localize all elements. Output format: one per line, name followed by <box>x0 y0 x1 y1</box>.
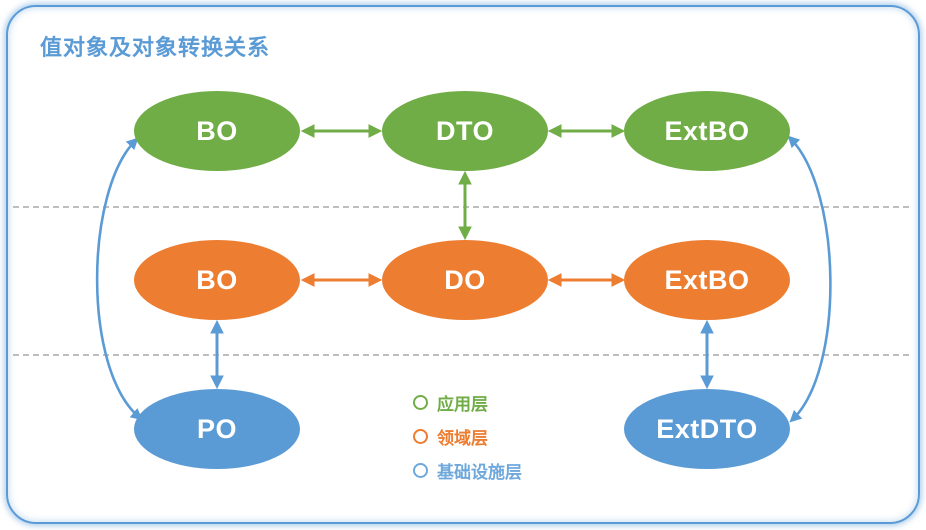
legend-label-domain-layer: 领域层 <box>437 429 488 448</box>
legend-item-application-layer: 应用层 <box>413 390 522 415</box>
node-app-dto: DTO <box>382 91 548 171</box>
node-domain-do-label: DO <box>444 264 486 295</box>
legend-label-application-layer: 应用层 <box>437 395 488 414</box>
node-app-bo: BO <box>134 91 300 171</box>
node-infra-po: PO <box>134 389 300 469</box>
legend-item-domain-layer: 领域层 <box>413 424 522 449</box>
legend-circle-blue-icon <box>413 463 428 478</box>
node-infra-extdto: ExtDTO <box>624 389 790 469</box>
node-domain-extbo: ExtBO <box>624 240 790 320</box>
node-app-bo-label: BO <box>196 115 238 146</box>
diagram-title: 值对象及对象转换关系 <box>40 35 271 60</box>
node-app-extbo: ExtBO <box>624 91 790 171</box>
node-domain-extbo-label: ExtBO <box>664 264 750 295</box>
node-app-dto-label: DTO <box>435 115 494 146</box>
legend-label-infrastructure-layer: 基础设施层 <box>437 463 522 482</box>
legend-item-infrastructure-layer: 基础设施层 <box>413 458 522 483</box>
node-infra-extdto-label: ExtDTO <box>656 413 758 444</box>
node-app-extbo-label: ExtBO <box>664 115 750 146</box>
node-infra-po-label: PO <box>196 413 237 444</box>
node-domain-bo-label: BO <box>196 264 238 295</box>
legend-circle-green-icon <box>413 395 428 410</box>
legend-circle-orange-icon <box>413 429 428 444</box>
node-domain-do: DO <box>382 240 548 320</box>
arrow-extdto-appextbo-curve <box>787 135 832 423</box>
node-domain-bo: BO <box>134 240 300 320</box>
legend: 应用层 领域层 基础设施层 <box>413 390 522 483</box>
arrow-po-appbo-curve <box>95 137 143 421</box>
